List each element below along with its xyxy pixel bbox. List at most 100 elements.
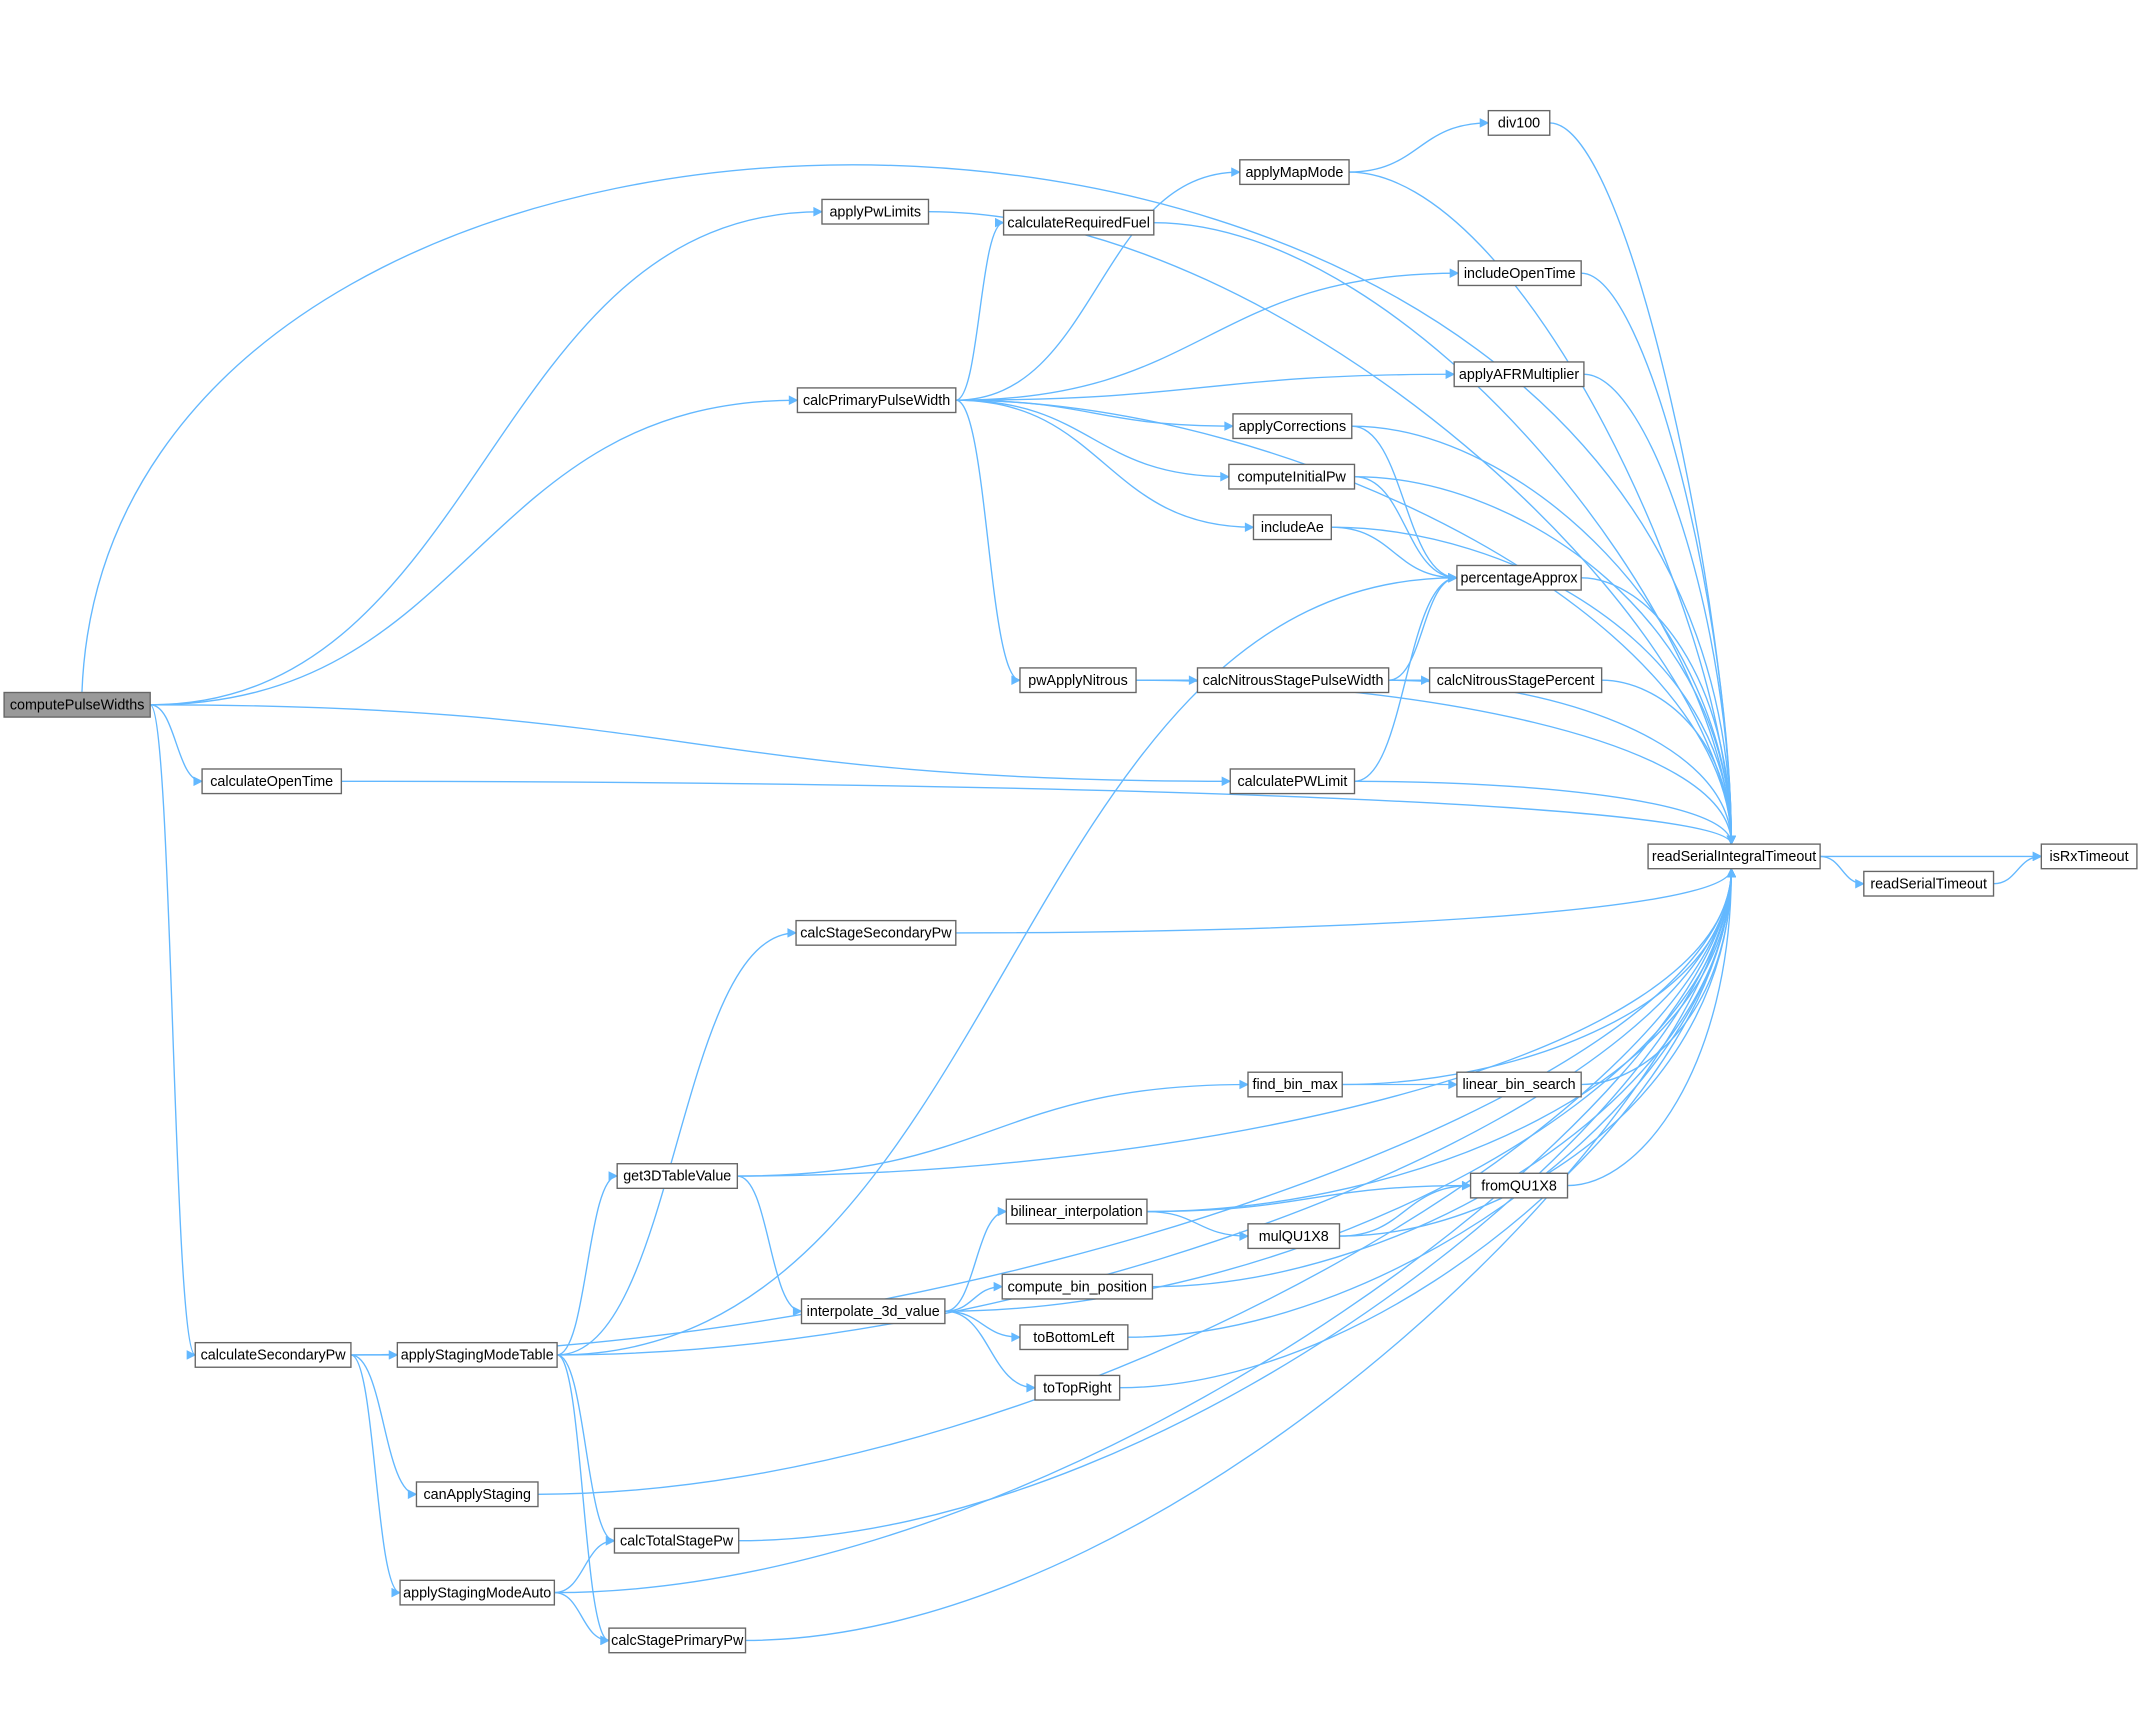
edge-calculate-secondary-pw-to-read-serial-integral-timeout: [350, 867, 1737, 1356]
edge-compute-initial-pw-to-read-serial-integral-timeout: [1354, 476, 1737, 846]
node-label: applyCorrections: [1239, 419, 1346, 435]
node-compute-bin-position[interactable]: compute_bin_position: [1001, 1273, 1154, 1300]
node-interpolate-3d-value[interactable]: interpolate_3d_value: [800, 1298, 946, 1325]
node-to-top-right[interactable]: toTopRight: [1034, 1374, 1121, 1401]
edge-calc-stage-primary-pw-to-read-serial-integral-timeout: [745, 867, 1737, 1642]
node-label: linear_bin_search: [1462, 1077, 1575, 1093]
edge-interpolate-3d-value-to-to-bottom-left: [944, 1310, 1021, 1342]
edge-compute-pulse-widths-to-calculate-secondary-pw: [149, 704, 197, 1360]
node-div100[interactable]: div100: [1487, 109, 1551, 136]
edge-calc-primary-pulse-width-to-apply-map-mode: [955, 167, 1241, 401]
node-label: div100: [1498, 116, 1540, 132]
node-box: [1001, 1273, 1154, 1300]
node-box: [1863, 870, 1995, 897]
node-label: calculatePWLimit: [1237, 774, 1347, 790]
node-apply-afrmultiplier[interactable]: applyAFRMultiplier: [1453, 361, 1585, 388]
edge-mul-qu1-x8-to-read-serial-integral-timeout: [1339, 867, 1737, 1237]
node-box: [1002, 209, 1155, 236]
edge-get3-dtable-value-to-find-bin-max: [737, 1079, 1249, 1177]
edge-calc-stage-secondary-pw-to-read-serial-integral-timeout: [955, 867, 1737, 934]
node-label: mulQU1X8: [1259, 1229, 1329, 1245]
node-read-serial-timeout[interactable]: readSerialTimeout: [1863, 870, 1995, 897]
edge-bilinear-interpolation-to-read-serial-integral-timeout: [1146, 867, 1737, 1213]
node-calc-total-stage-pw[interactable]: calcTotalStagePw: [613, 1527, 740, 1554]
node-label: interpolate_3d_value: [807, 1304, 940, 1320]
node-label: calcTotalStagePw: [620, 1533, 734, 1549]
node-label: canApplyStaging: [423, 1487, 531, 1503]
edge-can-apply-staging-to-read-serial-integral-timeout: [537, 867, 1737, 1495]
node-to-bottom-left[interactable]: toBottomLeft: [1019, 1324, 1129, 1351]
node-box: [1457, 260, 1582, 287]
node-box: [1453, 361, 1585, 388]
node-label: calculateRequiredFuel: [1007, 215, 1150, 231]
node-calc-primary-pulse-width[interactable]: calcPrimaryPulseWidth: [796, 387, 957, 414]
node-box: [415, 1481, 539, 1508]
node-calculate-secondary-pw[interactable]: calculateSecondaryPw: [194, 1341, 352, 1368]
node-pw-apply-nitrous[interactable]: pwApplyNitrous: [1019, 667, 1137, 694]
node-mul-qu1-x8[interactable]: mulQU1X8: [1247, 1223, 1341, 1250]
node-calc-nitrous-stage-percent[interactable]: calcNitrousStagePercent: [1428, 667, 1603, 694]
node-label: readSerialIntegralTimeout: [1652, 849, 1816, 865]
edge-from-qu1-x8-to-read-serial-integral-timeout: [1567, 867, 1737, 1187]
node-label: calculateOpenTime: [210, 774, 333, 790]
node-read-serial-integral-timeout[interactable]: readSerialIntegralTimeout: [1647, 843, 1821, 870]
node-find-bin-max[interactable]: find_bin_max: [1247, 1071, 1343, 1098]
edge-calc-nitrous-stage-pulse-width-to-percentage-approx: [1388, 573, 1458, 681]
node-box: [2040, 843, 2138, 870]
node-include-open-time[interactable]: includeOpenTime: [1457, 260, 1582, 287]
node-label: applyAFRMultiplier: [1459, 367, 1579, 383]
node-calc-stage-secondary-pw[interactable]: calcStageSecondaryPw: [795, 919, 957, 946]
edge-compute-pulse-widths-to-calc-primary-pulse-width: [150, 395, 799, 706]
node-calculate-required-fuel[interactable]: calculateRequiredFuel: [1002, 209, 1155, 236]
node-box: [201, 768, 343, 795]
node-box: [399, 1579, 556, 1606]
node-from-qu1-x8[interactable]: fromQU1X8: [1469, 1172, 1569, 1199]
node-apply-map-mode[interactable]: applyMapMode: [1239, 159, 1350, 186]
edge-apply-staging-mode-table-to-calc-stage-primary-pw: [556, 1354, 610, 1646]
node-box: [1252, 514, 1332, 541]
edge-include-ae-to-read-serial-integral-timeout: [1331, 526, 1737, 846]
node-box: [1019, 667, 1137, 694]
node-box: [1228, 463, 1356, 490]
edge-apply-staging-mode-table-to-get3-dtable-value: [556, 1171, 619, 1356]
node-label: applyStagingModeAuto: [403, 1585, 551, 1601]
node-get3-dtable-value[interactable]: get3DTableValue: [616, 1163, 739, 1189]
node-is-rx-timeout[interactable]: isRxTimeout: [2040, 843, 2138, 870]
node-bilinear-interpolation[interactable]: bilinear_interpolation: [1005, 1198, 1148, 1225]
node-apply-staging-mode-table[interactable]: applyStagingModeTable: [396, 1341, 558, 1368]
node-can-apply-staging[interactable]: canApplyStaging: [415, 1481, 539, 1508]
node-apply-pw-limits[interactable]: applyPwLimits: [821, 198, 930, 225]
node-calculate-pwlimit[interactable]: calculatePWLimit: [1229, 768, 1356, 795]
node-box: [1487, 109, 1551, 136]
node-box: [194, 1341, 352, 1368]
edge-percentage-approx-to-read-serial-integral-timeout: [1581, 577, 1737, 846]
edge-include-open-time-to-read-serial-integral-timeout: [1581, 272, 1737, 846]
node-apply-staging-mode-auto[interactable]: applyStagingModeAuto: [399, 1579, 556, 1606]
edge-compute-bin-position-to-read-serial-integral-timeout: [1152, 867, 1737, 1288]
edge-calc-total-stage-pw-to-read-serial-integral-timeout: [738, 867, 1737, 1542]
node-compute-pulse-widths[interactable]: computePulseWidths: [3, 691, 151, 718]
node-box: [3, 691, 151, 718]
edge-apply-staging-mode-table-to-calc-total-stage-pw: [556, 1354, 616, 1546]
edge-calc-primary-pulse-width-to-include-open-time: [955, 268, 1460, 401]
edge-apply-staging-mode-table-to-calc-stage-secondary-pw: [557, 928, 798, 1356]
node-label: computePulseWidths: [10, 697, 145, 713]
node-label: calcPrimaryPulseWidth: [803, 393, 950, 409]
node-calculate-open-time[interactable]: calculateOpenTime: [201, 768, 343, 795]
edge-compute-pulse-widths-to-calculate-open-time: [150, 704, 204, 787]
node-percentage-approx[interactable]: percentageApprox: [1456, 564, 1582, 591]
node-box: [1247, 1071, 1343, 1098]
node-include-ae[interactable]: includeAe: [1252, 514, 1332, 541]
node-box: [1428, 667, 1603, 694]
node-label: bilinear_interpolation: [1011, 1204, 1143, 1220]
node-calc-stage-primary-pw[interactable]: calcStagePrimaryPw: [608, 1627, 747, 1654]
node-label: applyStagingModeTable: [401, 1348, 554, 1364]
node-compute-initial-pw[interactable]: computeInitialPw: [1228, 463, 1356, 490]
edge-interpolate-3d-value-to-to-top-right: [944, 1310, 1036, 1393]
edge-compute-initial-pw-to-percentage-approx: [1354, 476, 1458, 583]
edge-apply-map-mode-to-div100: [1349, 118, 1490, 173]
node-apply-corrections[interactable]: applyCorrections: [1232, 413, 1353, 440]
node-box: [608, 1627, 747, 1654]
node-linear-bin-search[interactable]: linear_bin_search: [1456, 1071, 1582, 1098]
node-calc-nitrous-stage-pulse-width[interactable]: calcNitrousStagePulseWidth: [1196, 667, 1390, 694]
